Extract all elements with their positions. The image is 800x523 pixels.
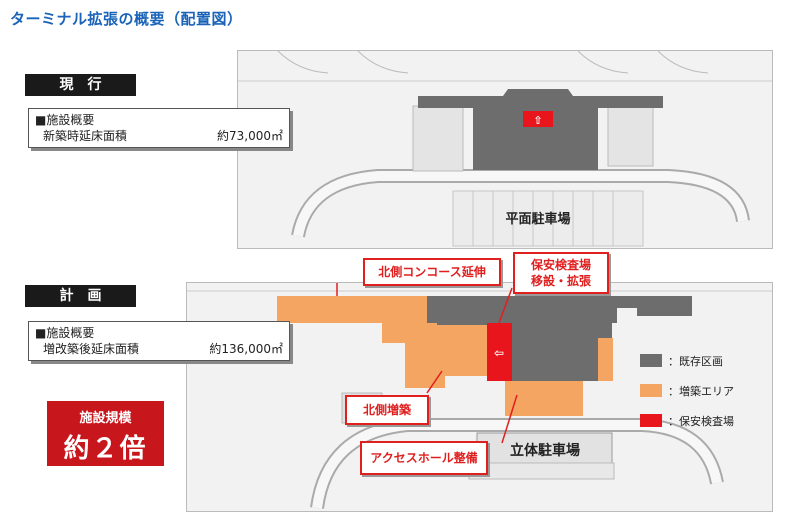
callout-security-line1: 保安検査場 — [530, 258, 591, 272]
scale-badge-value: 約２倍 — [63, 434, 148, 464]
current-security-arrow-icon: ⇧ — [533, 114, 542, 127]
plan-security-marker — [487, 323, 512, 381]
legend-swatch-security — [640, 414, 662, 427]
current-info-value: 約73,000㎡ — [217, 129, 283, 143]
plan-section-label: 計画 — [25, 285, 136, 307]
scale-badge-caption: 施設規模 — [79, 411, 132, 426]
callout-security-line2: 移設・拡張 — [530, 274, 591, 288]
callout-security: 保安検査場 移設・拡張 — [513, 252, 609, 294]
legend-label-extension: ：増築エリア — [668, 384, 734, 398]
legend-item-security: ：保安検査場 — [640, 412, 734, 429]
current-info-key: 新築時延床面積 — [43, 129, 128, 143]
current-info-head: ■施設概要 — [35, 113, 95, 127]
page-title: ターミナル拡張の概要（配置図） — [10, 10, 243, 28]
callout-access-hall: アクセスホール整備 — [360, 441, 488, 475]
plan-info-value: 約136,000㎡ — [209, 342, 283, 356]
current-section-label: 現行 — [25, 74, 136, 96]
plan-info-key: 増改築後延床面積 — [43, 342, 140, 356]
legend-item-extension: ：増築エリア — [640, 382, 734, 399]
callout-north-extension: 北側増築 — [345, 395, 429, 425]
legend-item-existing: ：既存区画 — [640, 352, 734, 369]
callout-north-concourse: 北側コンコース延伸 — [363, 258, 501, 286]
plan-parking-label: 立体駐車場 — [510, 442, 580, 459]
legend-label-security: ：保安検査場 — [668, 414, 734, 428]
scale-badge: 施設規模 約２倍 — [47, 401, 164, 466]
callout-access-hall-text: アクセスホール整備 — [370, 451, 478, 465]
plan-info-box: ■施設概要 増改築後延床面積 約136,000㎡ — [28, 321, 290, 361]
current-parking-label: 平面駐車場 — [505, 211, 570, 227]
current-site-map: ⇧ 平面駐車場 — [237, 50, 773, 249]
current-security-marker — [523, 111, 553, 127]
legend-label-existing: ：既存区画 — [668, 354, 723, 368]
legend-swatch-existing — [640, 354, 662, 367]
callout-north-concourse-text: 北側コンコース延伸 — [378, 265, 486, 279]
callout-north-extension-text: 北側増築 — [362, 403, 411, 417]
legend-swatch-extension — [640, 384, 662, 397]
plan-security-arrow-icon: ⇦ — [494, 346, 504, 360]
current-info-box: ■施設概要 新築時延床面積 約73,000㎡ — [28, 108, 290, 148]
plan-info-head: ■施設概要 — [35, 326, 95, 340]
legend: ：既存区画 ：増築エリア ：保安検査場 — [640, 352, 734, 442]
